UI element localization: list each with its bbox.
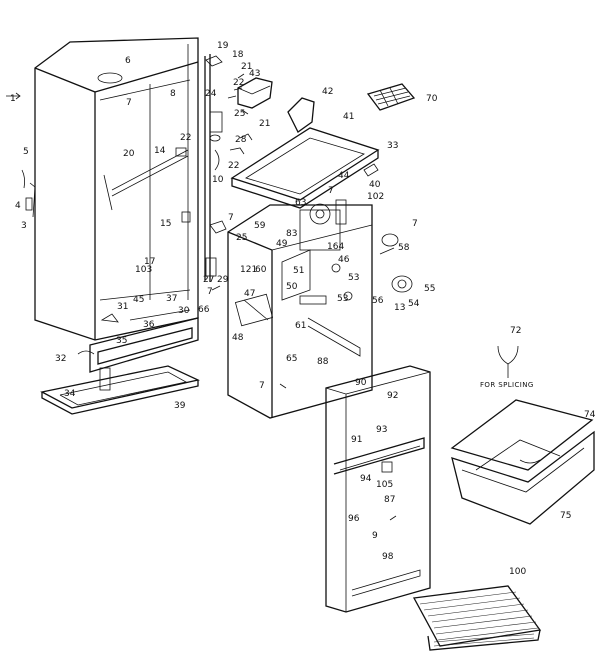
part-label: 102: [367, 192, 384, 202]
part-label: 75: [560, 511, 571, 521]
part-label: 28: [235, 135, 247, 145]
part-label: 15: [160, 219, 171, 229]
part-label: 1: [10, 94, 16, 104]
door-liner: [325, 365, 431, 613]
part-label: 60: [255, 265, 267, 275]
tray-41: [230, 127, 380, 209]
note-for-splicing: FOR SPLICING: [480, 381, 534, 389]
part-label: 91: [351, 435, 362, 445]
part-labels: 1 3 4 5 6 7 8 19 18 21 22 24 25 21 22 28…: [10, 41, 596, 577]
part-label: 32: [55, 354, 66, 364]
part-label: 164: [327, 242, 344, 252]
part-label: 105: [376, 480, 393, 490]
part-label: 25: [234, 109, 245, 119]
part-label: 17: [144, 257, 155, 267]
part-label: 3: [21, 221, 27, 231]
part-label: 24: [205, 89, 217, 99]
part-label: 27: [203, 275, 214, 285]
part-label: 7: [228, 213, 234, 223]
part-label: 56: [372, 296, 384, 306]
part-label: 51: [293, 266, 304, 276]
part-label: 20: [123, 149, 135, 159]
part-label: 74: [584, 410, 596, 420]
part-label: 47: [244, 289, 255, 299]
part-label: 5: [23, 147, 29, 157]
part-label: 59: [254, 221, 266, 231]
part-label: 34: [64, 389, 76, 399]
part-label: 55: [424, 284, 435, 294]
part-label: 53: [348, 273, 359, 283]
part-label: 35: [116, 336, 127, 346]
wire-shelf: [412, 585, 542, 651]
part-label: 25: [236, 233, 247, 243]
part-label: 43: [249, 69, 260, 79]
part-label: 10: [212, 175, 224, 185]
part-label: 63: [295, 198, 306, 208]
small-covers: [237, 77, 416, 133]
part-label: 88: [317, 357, 329, 367]
hinge-parts: [204, 54, 253, 291]
part-label: 46: [338, 255, 350, 265]
part-label: 45: [133, 295, 144, 305]
part-label: 21: [241, 62, 252, 72]
part-label: 98: [382, 552, 394, 562]
part-label: 94: [360, 474, 372, 484]
part-label: 70: [426, 94, 438, 104]
part-label: 36: [143, 320, 155, 330]
part-label: 33: [387, 141, 398, 151]
part-label: 21: [259, 119, 270, 129]
part-label: 9: [372, 531, 378, 541]
part-label: 90: [355, 378, 367, 388]
part-label: 66: [198, 305, 210, 315]
part-label: 22: [233, 78, 244, 88]
part-label: 7: [259, 381, 265, 391]
part-label: 103: [135, 265, 152, 275]
crisper-assembly: [450, 345, 595, 525]
part-label: 92: [387, 391, 398, 401]
part-label: 18: [232, 50, 244, 60]
part-label: 14: [154, 146, 166, 156]
part-label: 87: [384, 495, 395, 505]
part-label: 50: [286, 282, 298, 292]
part-label: 96: [348, 514, 360, 524]
part-label: 121: [240, 265, 257, 275]
part-label: 54: [408, 299, 420, 309]
part-label: 93: [376, 425, 387, 435]
part-label: 7: [207, 287, 213, 297]
part-label: 61: [295, 321, 306, 331]
part-label: 40: [369, 180, 381, 190]
part-label: 13: [394, 303, 405, 313]
part-label: 72: [510, 326, 521, 336]
part-label: 30: [178, 306, 190, 316]
part-label: 7: [412, 219, 418, 229]
part-label: 22: [228, 161, 239, 171]
part-label: 53: [337, 294, 348, 304]
part-label: 65: [286, 354, 297, 364]
part-label: 37: [166, 294, 177, 304]
part-label: 31: [117, 302, 128, 312]
part-label: 7: [328, 186, 334, 196]
part-label: 41: [343, 112, 354, 122]
part-label: 19: [217, 41, 229, 51]
part-label: 7: [126, 98, 132, 108]
inner-liner: [227, 163, 413, 419]
part-label: 39: [174, 401, 186, 411]
part-label: 22: [180, 133, 191, 143]
part-label: 49: [276, 239, 288, 249]
part-label: 6: [125, 56, 131, 66]
part-label: 44: [338, 171, 350, 181]
part-label: 58: [398, 243, 410, 253]
part-label: 48: [232, 333, 244, 343]
part-label: 8: [170, 89, 176, 99]
part-label: 42: [322, 87, 333, 97]
part-label: 29: [217, 275, 229, 285]
part-label: 4: [15, 201, 21, 211]
toe-plate-assembly: [40, 317, 201, 415]
part-label: 83: [286, 229, 297, 239]
part-label: 100: [509, 567, 526, 577]
